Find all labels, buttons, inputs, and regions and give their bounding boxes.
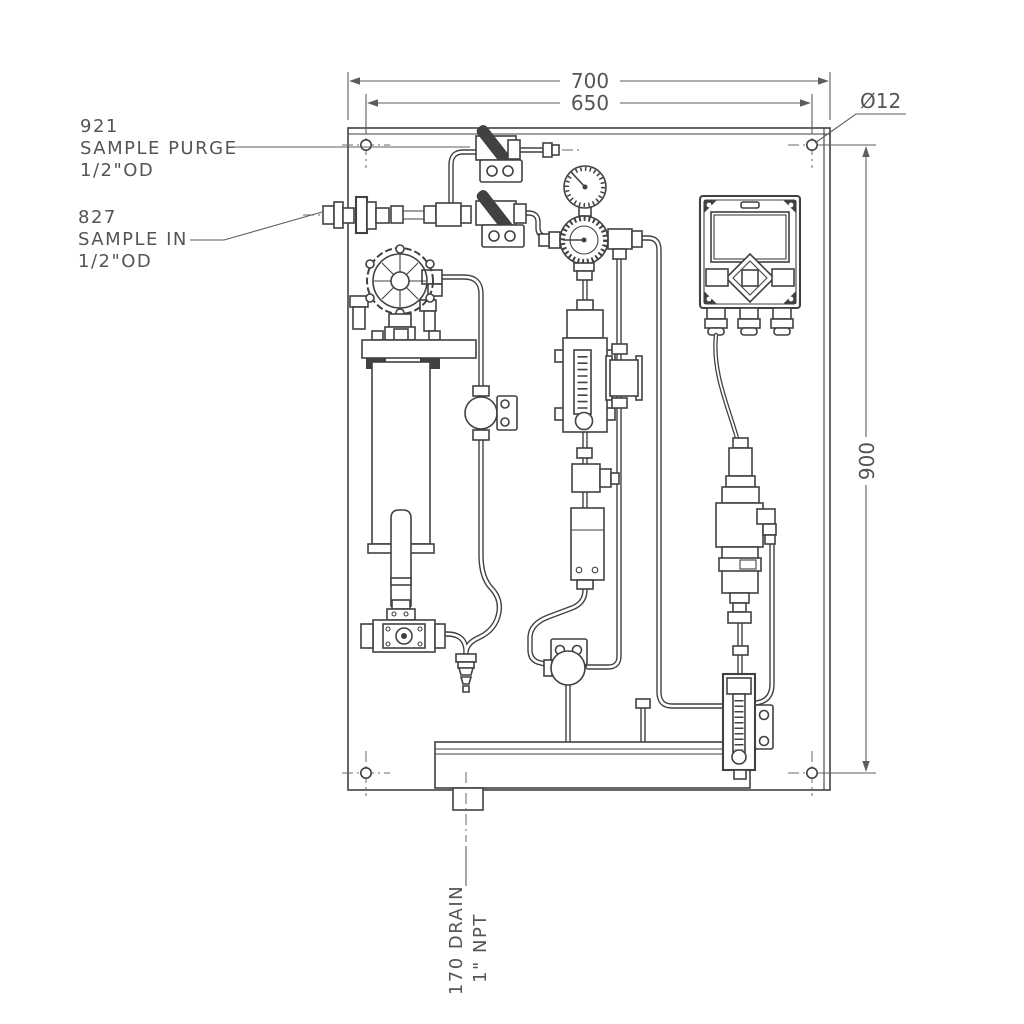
drain-name-text: 170 DRAIN	[446, 885, 467, 995]
sensor-cable	[713, 332, 740, 441]
outlet-rotameter	[721, 672, 774, 780]
drain-size-text: 1" NPT	[470, 913, 491, 983]
mounting-hole-bottom-right	[788, 751, 836, 796]
inline-filter	[605, 343, 643, 409]
purge-name-text: SAMPLE PURGE	[80, 138, 237, 159]
mounting-hole-top-left	[342, 123, 390, 168]
dim-width-text: 700	[571, 69, 609, 93]
dimension-hole-spacing: 650	[365, 91, 813, 134]
filter-housing	[361, 328, 477, 607]
inlet-ball-valve	[475, 190, 527, 248]
drain-check-valve	[543, 638, 588, 686]
pressure-regulator	[538, 215, 643, 281]
check-valve	[464, 385, 518, 441]
drain-stub	[452, 787, 484, 811]
solenoid-valve	[360, 599, 446, 653]
purge-size-text: 1/2"OD	[80, 160, 154, 181]
sample-block	[570, 507, 605, 590]
purge-ball-valve	[475, 125, 582, 183]
controller-left-button	[705, 268, 729, 287]
transmitter-controller	[698, 194, 802, 336]
pump-head	[349, 244, 443, 341]
dim-hole-dia-text: Ø12	[860, 89, 901, 113]
mounting-hole-bottom-left	[342, 751, 390, 796]
cable-glands	[704, 307, 794, 336]
purge-code-text: 921	[80, 116, 119, 137]
sample-in-name-text: SAMPLE IN	[78, 229, 188, 250]
hose-barb	[455, 653, 477, 693]
housing-dip-tube	[390, 509, 412, 607]
sample-inlet-bulkhead	[303, 195, 472, 235]
label-sample-in: 827 SAMPLE IN 1/2"OD	[78, 207, 323, 272]
dim-height-text: 900	[855, 442, 879, 480]
label-drain: 170 DRAIN 1" NPT	[446, 772, 491, 995]
label-sample-purge: 921 SAMPLE PURGE 1/2"OD	[80, 116, 470, 181]
needle-valve	[571, 463, 620, 493]
sensor-assembly	[715, 437, 777, 656]
sample-in-code-text: 827	[78, 207, 117, 228]
pressure-gauge	[563, 165, 607, 217]
dimension-overall-width: 700	[347, 69, 831, 120]
tubing-runs	[441, 150, 772, 742]
controller-right-button	[771, 268, 795, 287]
tube-union-nut	[635, 698, 651, 709]
dimension-hole-diameter: Ø12	[814, 89, 906, 144]
inlet-tee-fitting	[435, 202, 462, 227]
drain-trough	[434, 741, 751, 811]
dim-hole-spacing-text: 650	[571, 91, 609, 115]
dimension-overall-height: 900	[820, 144, 879, 774]
sample-in-size-text: 1/2"OD	[78, 251, 152, 272]
